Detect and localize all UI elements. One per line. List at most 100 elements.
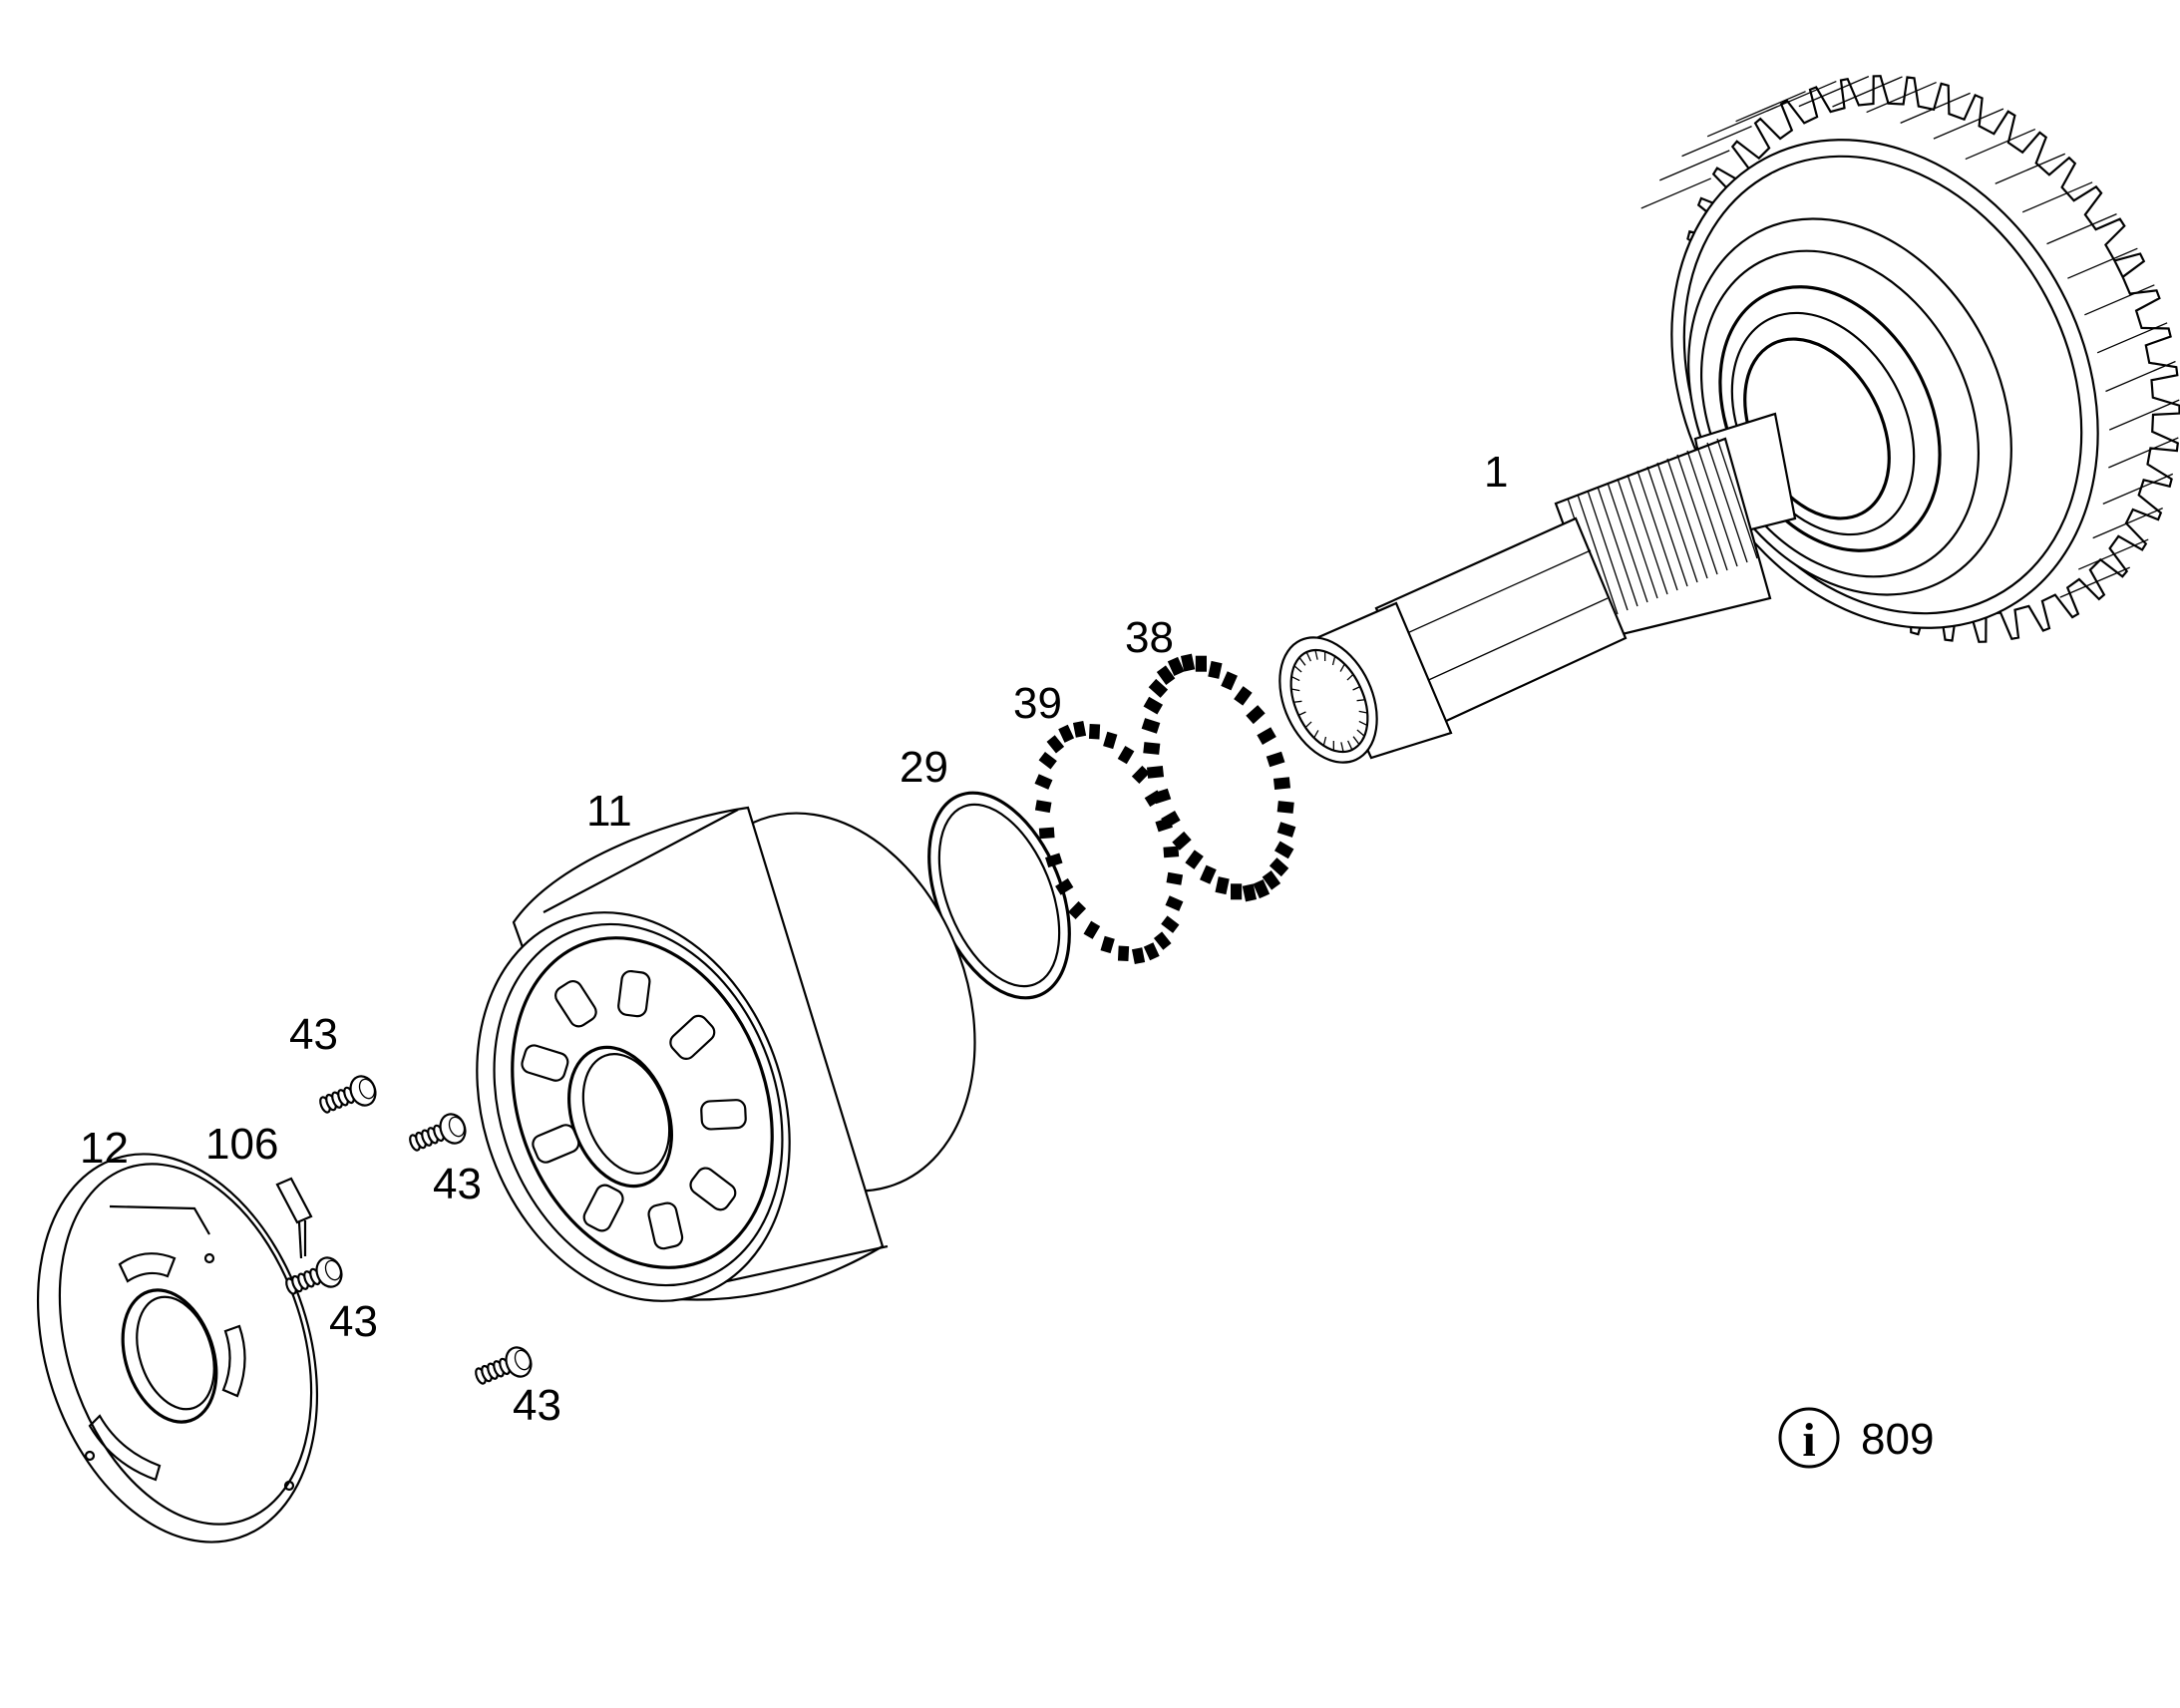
spring-coil [1117,746,1135,765]
spring-coil [1161,915,1180,933]
spline-line [1627,474,1668,595]
inner-spline [1290,688,1300,692]
gear-tooth-face [1798,76,1870,108]
spring-coil [1165,895,1184,911]
spring-coil [1131,765,1150,784]
spring-coil [1208,660,1223,679]
label-part-39: 39 [1013,679,1062,728]
cylinder-port [532,1124,580,1164]
spring-coil [1034,800,1052,814]
spring-coil [1100,935,1115,954]
spring-coil [1072,721,1087,738]
spline-line [1696,446,1738,567]
spring-coil [1131,947,1146,964]
gear-tooth-face [1965,128,2036,161]
info-badge: i 809 [1778,1407,1934,1469]
part-11-cylinder-block [476,806,976,1302]
cylinder-port [617,969,651,1018]
inner-spline [1356,699,1365,702]
spring-coil [1266,751,1285,768]
gear-tooth-face [2084,284,2155,316]
gear-tooth-face [2021,181,2093,213]
gear-tooth-face [2102,473,2174,505]
inner-spline [1340,742,1344,753]
inner-spline [1290,675,1300,682]
inner-spline [1347,740,1353,751]
spring-coil [1156,665,1176,685]
inner-spline [1304,721,1312,729]
spring-coil [1163,846,1180,858]
spring-coil [1230,883,1243,900]
label-part-11: 11 [586,787,632,836]
gear-tooth-face [2108,437,2179,469]
spring-coil [1055,877,1074,895]
part-1-shaft-with-gear [1278,75,2180,764]
label-part-43-c: 43 [329,1297,378,1346]
spring-coil [1272,777,1291,791]
spline-line [1686,450,1728,571]
spline-line [1577,494,1619,615]
gear-tooth-face [1866,81,1937,114]
screws-43 [285,1075,533,1385]
spline-line [1656,462,1698,583]
spring-coil [1083,920,1101,939]
spring-coil [1038,827,1055,840]
spring-coil [1117,945,1130,962]
screw-head-face [448,1116,466,1138]
label-part-43-b: 43 [433,1160,482,1208]
inner-spline [1305,651,1311,662]
spring-coil [1185,850,1204,869]
spring-coil [1195,655,1207,672]
inner-spline [1293,700,1302,703]
label-part-43-a: 43 [289,1010,338,1059]
spring-coil [1276,822,1296,838]
gear-tooth-face [1659,150,1730,181]
inner-spline [1293,665,1302,673]
gear-tooth-face [2108,399,2180,431]
spline-line [1636,470,1678,591]
label-part-29: 29 [900,743,948,792]
inner-spline [1356,729,1365,737]
gear-tooth-face [1681,126,1752,158]
cylinder-port [689,1167,737,1211]
inner-spline [1313,730,1319,739]
gear-tooth-face [2067,247,2138,279]
spring-coil [1234,686,1253,706]
spring-coil [1146,765,1165,779]
screw [475,1346,533,1385]
spring-coil [1221,671,1238,691]
spline-line [1676,454,1718,575]
label-part-106: 106 [205,1120,278,1169]
gear-tooth-face [1735,91,1806,123]
inner-spline [1346,673,1354,681]
cylinder-port [554,979,597,1028]
info-number: 809 [1861,1415,1934,1464]
screw [285,1256,343,1295]
spring-coil [1143,696,1164,715]
gear-tooth-face [2077,538,2149,570]
screw-head-face [514,1349,532,1371]
info-icon [1778,1407,1840,1469]
part-12-valve-plate [36,1153,319,1543]
label-part-1: 1 [1484,448,1508,497]
screw-head-face [324,1259,342,1281]
spline-line [1617,478,1658,599]
spring-coil [1269,857,1289,877]
inner-spline [1339,663,1345,672]
spring-coil [1038,752,1057,770]
inner-spline [1314,649,1318,660]
gear-tooth-face [1706,106,1778,138]
gear-tooth-face [2105,360,2176,393]
cylinder-ports [521,969,747,1250]
spring-coil [1180,653,1196,672]
info-glyph: i [1802,1414,1815,1467]
cylinder-port [647,1201,684,1250]
spring-coil [1242,883,1258,902]
inner-spline [1358,720,1368,727]
spline-line [1706,442,1748,563]
gear-tooth-face [2092,508,2163,539]
cylinder-port [700,1099,747,1131]
spring-coil [1246,705,1266,725]
gear-tooth-face [1766,80,1837,113]
spline-line [1666,458,1708,579]
